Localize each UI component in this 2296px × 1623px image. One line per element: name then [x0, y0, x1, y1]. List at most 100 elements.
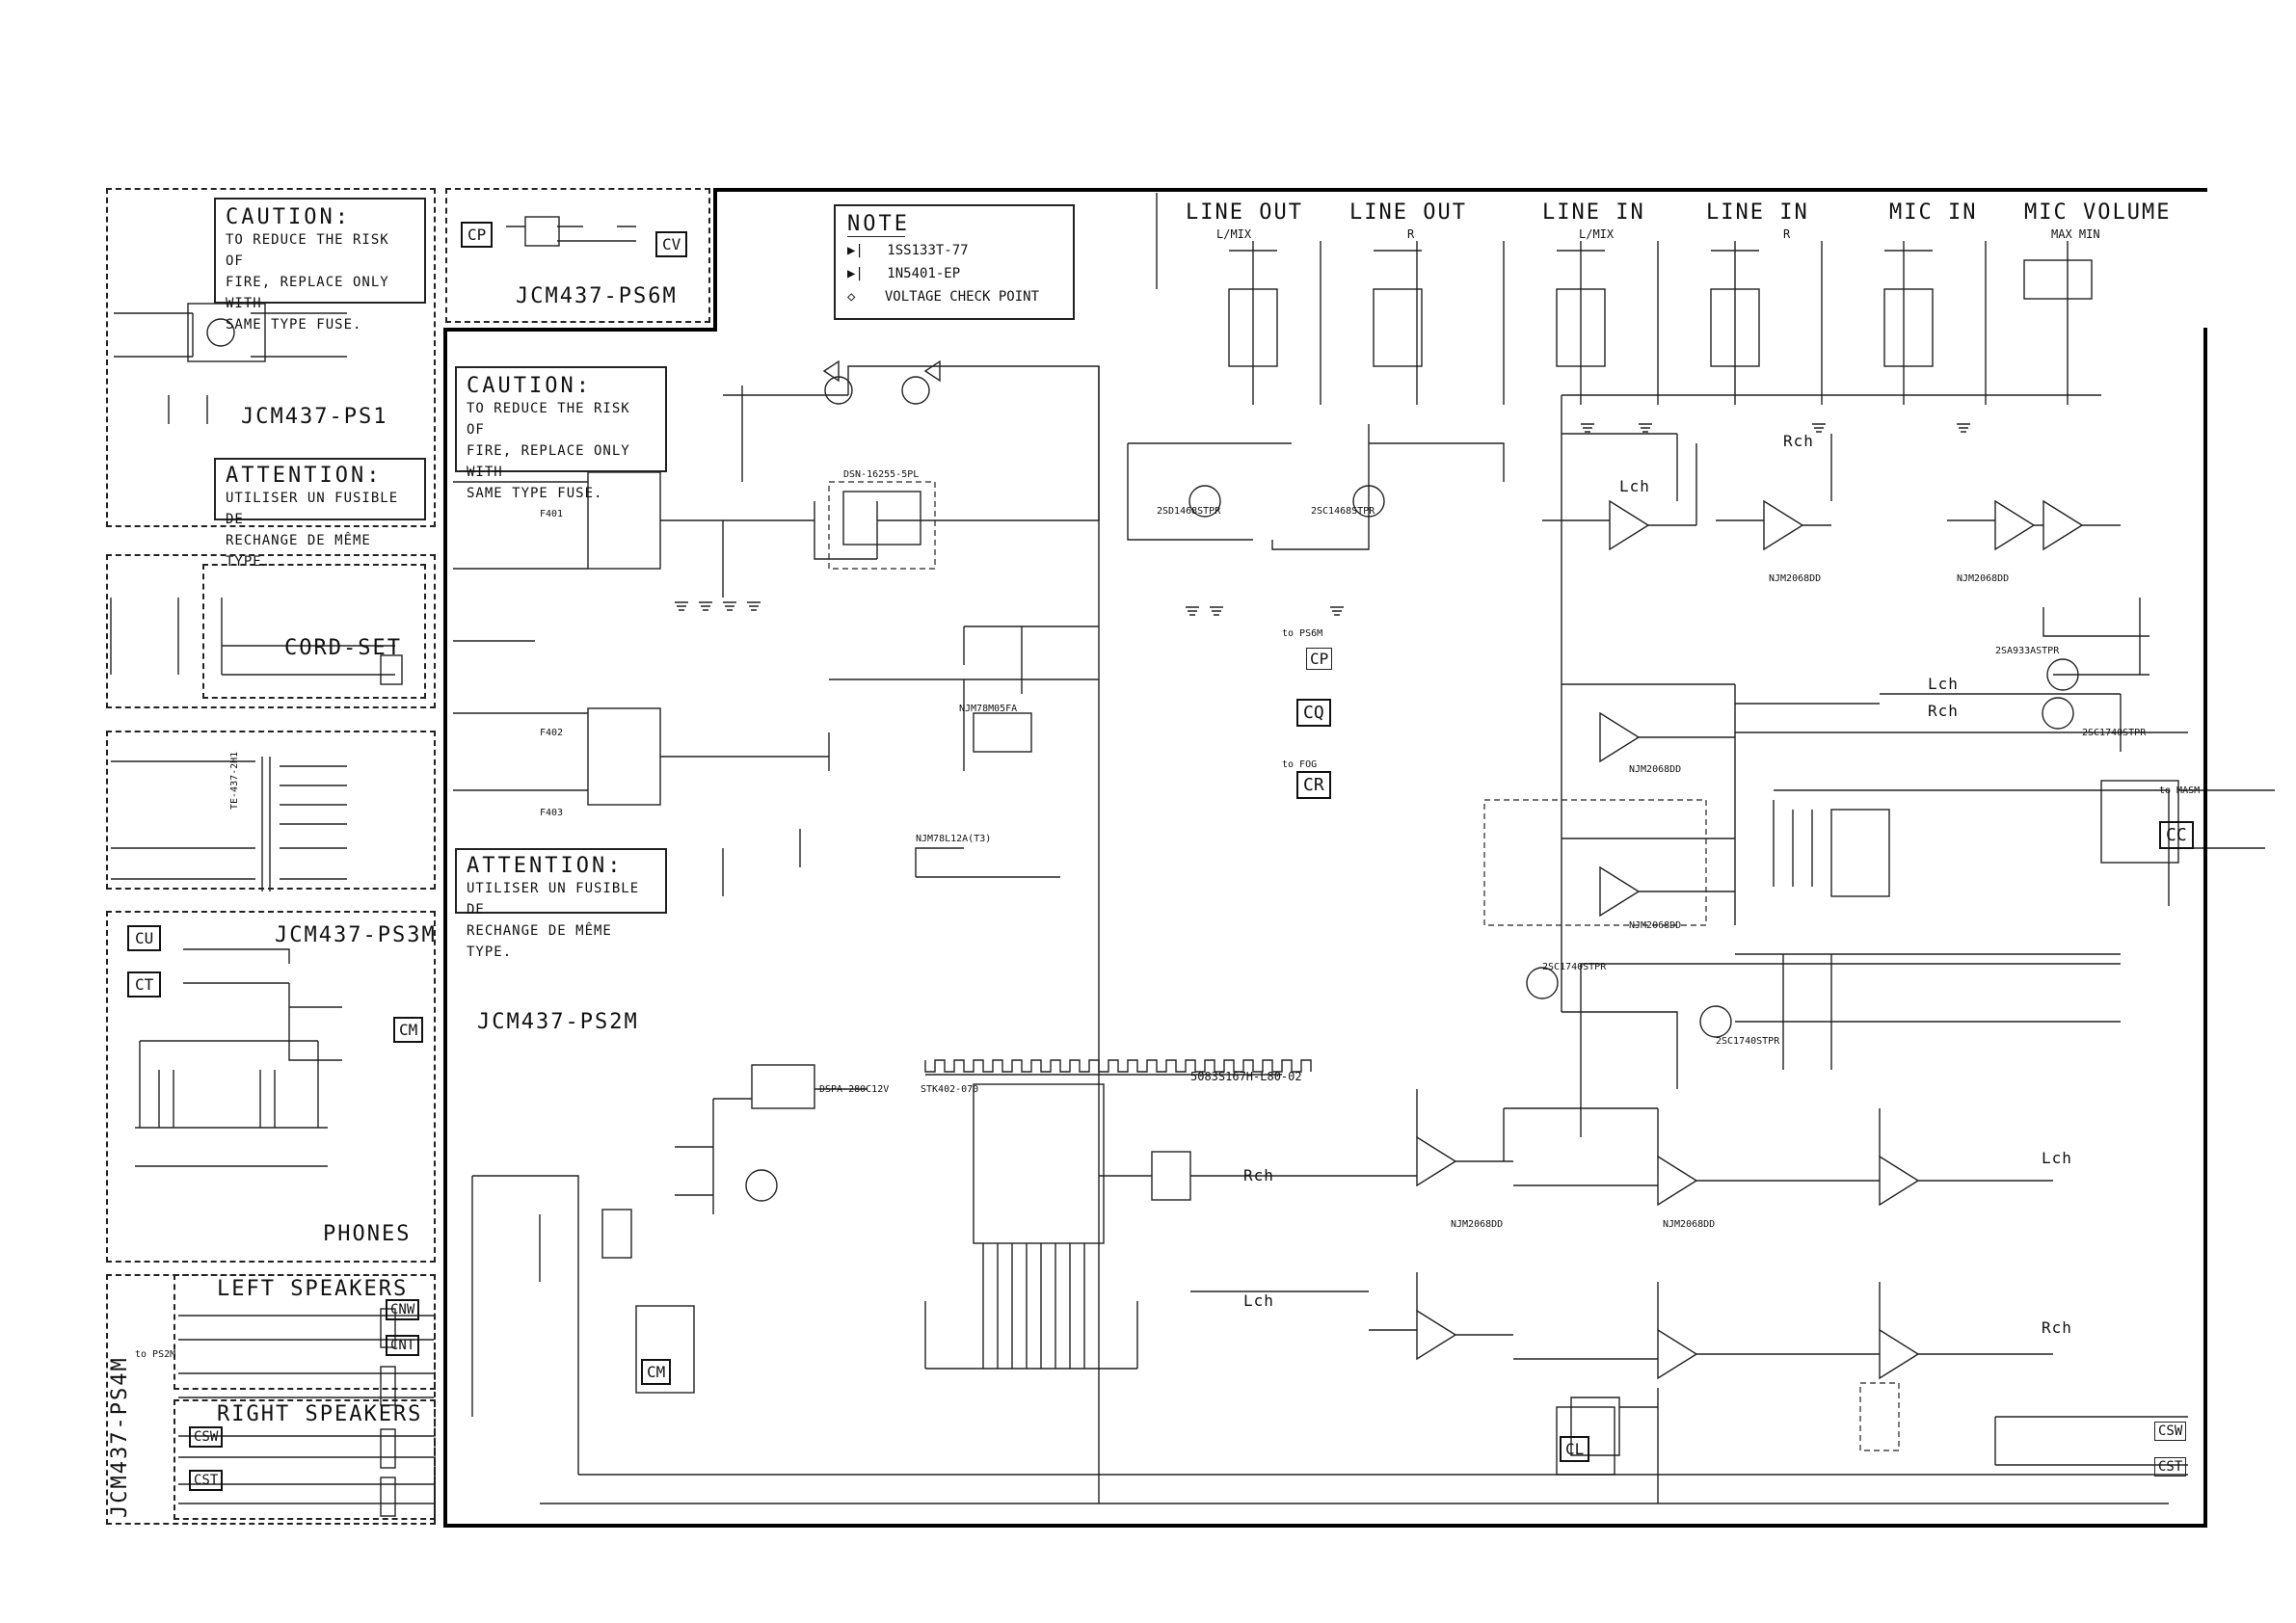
part-ic200: NJM78L12A(T3)	[916, 834, 992, 844]
note-item-2-text: 1N5401-EP	[887, 266, 961, 281]
ps2m-board-outline	[443, 328, 2207, 1528]
to-masm-label: to MASM	[2159, 785, 2201, 796]
connector-cm-ps3m: CM	[393, 1017, 424, 1043]
jack-line-in-r: LINE IN	[1706, 200, 1809, 225]
ps2m-board-notch-top	[443, 328, 717, 332]
part-ic407: NJM2068DD	[1957, 573, 2010, 584]
part-ic405: NJM2068DD	[1629, 764, 1682, 775]
attention-line-1: UTILISER UN FUSIBLE DE	[226, 491, 399, 527]
jack-mic-in: MIC IN	[1889, 200, 1978, 225]
part-hs400: 5083S167H-L80-02	[1190, 1070, 1302, 1083]
attention-line-2: RECHANGE DE MÊME TYPE.	[226, 533, 371, 570]
connector-cu: CU	[127, 925, 162, 951]
note-item-3: ◇ VOLTAGE CHECK POINT	[847, 289, 1061, 305]
connector-cl: CL	[1560, 1436, 1590, 1462]
note-item-1: ▶| 1SS133T-77	[847, 243, 1061, 258]
right-speakers-box	[174, 1399, 436, 1520]
fuse-f402: F402	[540, 728, 564, 738]
part-ic402: NJM78M05FA	[959, 704, 1018, 714]
connector-cr: CR	[1296, 771, 1331, 799]
fuse-f401: F401	[540, 509, 564, 519]
ps1-caution-box: CAUTION: TO REDUCE THE RISK OF FIRE, REP…	[214, 198, 426, 333]
ps1-panel-label: JCM437-PS1	[241, 405, 388, 429]
part-ic400: DSN-16255-5PL	[843, 469, 920, 480]
connector-cst: CST	[189, 1470, 224, 1491]
diode-large-icon: ▶|	[847, 266, 864, 281]
part-q205: 2SA933ASTPR	[1995, 646, 2060, 656]
part-q408: 2SC1740STPR	[1542, 962, 1607, 972]
jack-mic-volume-sub: MAX MIN	[2051, 227, 2100, 241]
to-fog-label: to FOG	[1282, 759, 1318, 770]
jack-line-out-r-sub: R	[1407, 227, 1415, 241]
lch-label-1: Lch	[1619, 477, 1650, 495]
ps6m-panel	[445, 188, 710, 323]
part-ic408: NJM2068DD	[1769, 573, 1822, 584]
part-ic403: NJM2068DD	[1451, 1219, 1504, 1230]
connector-cnw: CNW	[386, 1299, 420, 1320]
attention-title-2: ATTENTION:	[467, 854, 624, 878]
diode-small-icon: ▶|	[847, 243, 864, 258]
caution-line-3: SAME TYPE FUSE.	[226, 317, 362, 333]
caution-line-3-2: SAME TYPE FUSE.	[467, 486, 603, 501]
lch-label-3: Lch	[1243, 1291, 1274, 1310]
part-relay: DSPA-280C12V	[819, 1084, 890, 1095]
connector-cq: CQ	[1296, 699, 1331, 727]
lch-label-4: Lch	[2042, 1149, 2072, 1167]
part-q203: 2SC1740STPR	[2082, 728, 2147, 738]
transformer-part-number: TE-437-2H1	[229, 751, 240, 810]
transformer-panel	[106, 731, 436, 890]
caution-line-2: FIRE, REPLACE ONLY WITH	[226, 275, 389, 311]
caution-line-1: TO REDUCE THE RISK OF	[226, 232, 389, 269]
ps3m-panel	[106, 911, 436, 1263]
jack-line-in-r-sub: R	[1783, 227, 1791, 241]
note-item-2: ▶| 1N5401-EP	[847, 266, 1061, 281]
ps6m-panel-label: JCM437-PS6M	[516, 284, 678, 308]
note-item-3-text: VOLTAGE CHECK POINT	[884, 289, 1040, 305]
connector-csw: CSW	[189, 1426, 224, 1448]
part-ic409: STK402-070	[921, 1084, 979, 1095]
jack-line-out-l-sub: L/MIX	[1216, 227, 1252, 241]
lch-label-2: Lch	[1928, 675, 1959, 693]
voltage-check-point-icon: ◇	[847, 289, 856, 305]
cordset-label: CORD-SET	[284, 636, 402, 660]
jack-mic-volume: MIC VOLUME	[2024, 200, 2172, 225]
attention-title: ATTENTION:	[226, 464, 383, 488]
left-speakers-label: LEFT SPEAKERS	[217, 1277, 409, 1301]
part-ic404: NJM2068DD	[1663, 1219, 1716, 1230]
connector-cc: CC	[2159, 821, 2194, 849]
connector-ct: CT	[127, 971, 162, 998]
ps2m-panel-label: JCM437-PS2M	[477, 1010, 639, 1034]
jack-line-out-r: LINE OUT	[1349, 200, 1467, 225]
jack-line-out-l: LINE OUT	[1186, 200, 1303, 225]
ps2m-board-notch-edge	[713, 188, 717, 331]
ps2m-attention-box: ATTENTION: UTILISER UN FUSIBLE DE RECHAN…	[455, 848, 667, 960]
right-speakers-label: RIGHT SPEAKERS	[217, 1402, 423, 1426]
rch-label-2: Rch	[1928, 702, 1959, 720]
legend-note-box: NOTE ▶| 1SS133T-77 ▶| 1N5401-EP ◇ VOLTAG…	[834, 204, 1075, 320]
caution-line-1-2: TO REDUCE THE RISK OF	[467, 401, 630, 438]
caution-title: CAUTION:	[226, 205, 351, 229]
left-speakers-box	[174, 1274, 436, 1390]
note-item-1-text: 1SS133T-77	[887, 243, 969, 258]
cordset-panel	[106, 554, 436, 708]
part-q406: 2SC1468STPR	[1311, 506, 1375, 517]
connector-cp-ps2m: CP	[1306, 648, 1333, 670]
phones-label: PHONES	[323, 1222, 412, 1246]
connector-cnt: CNT	[386, 1335, 420, 1356]
ps3m-panel-label: JCM437-PS3M	[275, 923, 437, 947]
note-title: NOTE	[847, 212, 910, 237]
jack-line-in-l-sub: L/MIX	[1579, 227, 1615, 241]
cordset-inner-box	[202, 564, 426, 699]
connector-cv: CV	[655, 231, 688, 257]
attention-line-1-2: UTILISER UN FUSIBLE DE	[467, 881, 640, 918]
rch-label-3: Rch	[1243, 1166, 1274, 1184]
part-q405: 2SD1468STPR	[1157, 506, 1221, 517]
connector-cst-ps2m: CST	[2154, 1457, 2187, 1477]
attention-line-2-2: RECHANGE DE MÊME TYPE.	[467, 923, 612, 960]
part-ic406: NJM2068DD	[1629, 920, 1682, 931]
ps4m-panel-label: JCM437-PS4M	[108, 1356, 132, 1518]
jack-line-in-l: LINE IN	[1542, 200, 1645, 225]
fuse-f403: F403	[540, 808, 564, 818]
ps1-attention-box: ATTENTION: UTILISER UN FUSIBLE DE RECHAN…	[214, 458, 426, 570]
rch-label-1: Rch	[1783, 432, 1814, 450]
